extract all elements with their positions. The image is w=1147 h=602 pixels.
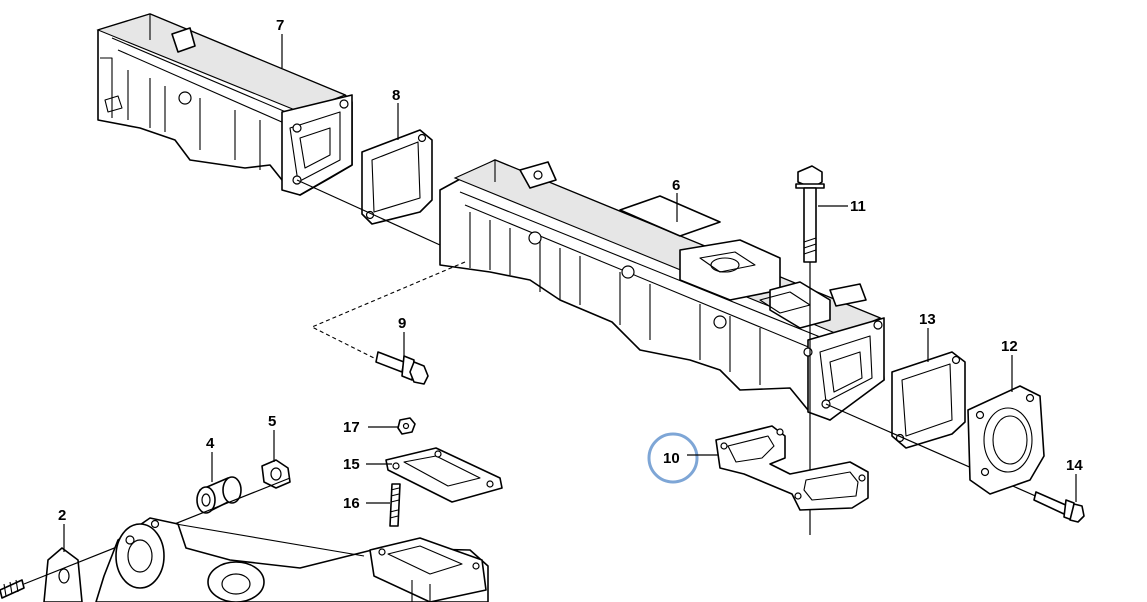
callout-10[interactable]: 10	[663, 450, 680, 467]
callout-5[interactable]: 5	[268, 413, 276, 430]
gasket-10[interactable]	[715, 425, 869, 511]
callout-4[interactable]: 4	[206, 435, 215, 452]
cover-plate-12[interactable]	[967, 385, 1045, 495]
gasket-2[interactable]	[43, 547, 83, 602]
callout-8[interactable]: 8	[392, 87, 400, 104]
callout-11[interactable]: 11	[850, 198, 866, 215]
highlight-ring-10	[647, 432, 699, 484]
callout-12[interactable]: 12	[1001, 338, 1018, 355]
alignment-line-7-6	[296, 179, 441, 246]
stud-16[interactable]	[389, 483, 401, 527]
bolt-bottom-left	[0, 579, 25, 599]
exhaust-flange-assembly[interactable]	[95, 517, 489, 602]
bolt-9[interactable]	[375, 351, 429, 385]
manifold-section-6[interactable]	[439, 159, 885, 421]
callout-17[interactable]: 17	[343, 419, 360, 436]
dashed-reference-line	[310, 261, 466, 361]
bolt-11[interactable]	[795, 165, 825, 263]
callout-14[interactable]: 14	[1066, 457, 1083, 474]
callout-13[interactable]: 13	[919, 311, 936, 328]
sleeve-4[interactable]	[196, 476, 242, 514]
gasket-15[interactable]	[385, 447, 503, 503]
gasket-13[interactable]	[891, 351, 966, 449]
callout-7[interactable]: 7	[276, 17, 284, 34]
nut-17[interactable]	[397, 417, 416, 435]
callout-6[interactable]: 6	[672, 177, 680, 194]
callout-9[interactable]: 9	[398, 315, 406, 332]
callout-16[interactable]: 16	[343, 495, 360, 512]
bolt-14[interactable]	[1033, 491, 1085, 523]
callout-15[interactable]: 15	[343, 456, 360, 473]
manifold-section-7[interactable]	[96, 13, 353, 196]
callout-2[interactable]: 2	[58, 507, 66, 524]
gasket-8[interactable]	[361, 129, 433, 225]
